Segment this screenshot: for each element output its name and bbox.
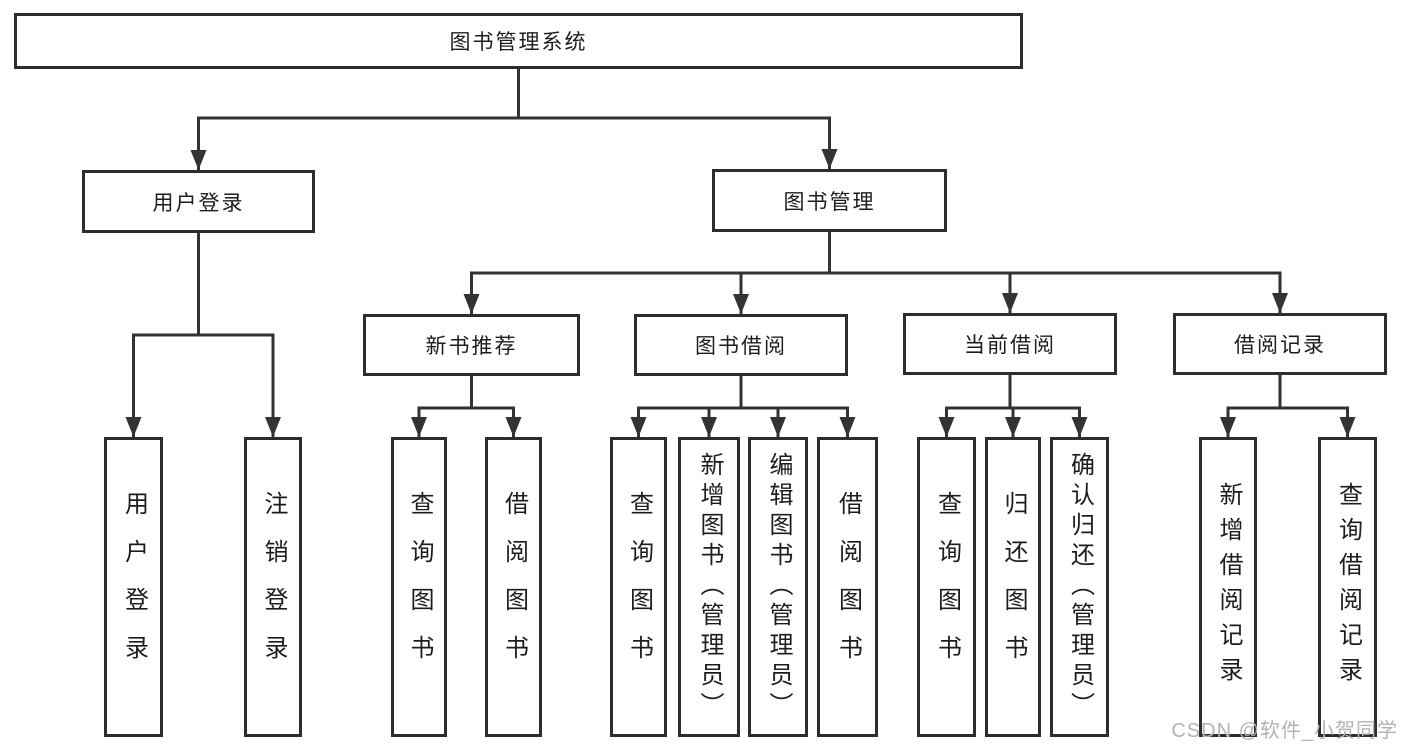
node-borrow-records: 借阅记录 xyxy=(1173,313,1387,375)
leaf-recommend-query-book: 查询图书 xyxy=(391,437,447,737)
node-user-login-branch: 用户登录 xyxy=(82,170,315,233)
leaf-add-book-admin: 新增图书（管理员） xyxy=(678,437,740,737)
leaf-recommend-borrow-book: 借阅图书 xyxy=(485,437,542,737)
node-book-borrow: 图书借阅 xyxy=(634,314,848,376)
leaf-edit-book-admin: 编辑图书（管理员） xyxy=(748,437,808,737)
leaf-return-book: 归还图书 xyxy=(985,437,1041,737)
node-root: 图书管理系统 xyxy=(14,13,1023,69)
leaf-add-borrow-record: 新增借阅记录 xyxy=(1199,437,1257,737)
leaf-confirm-return-admin: 确认归还（管理员） xyxy=(1050,437,1109,737)
leaf-borrow-book: 借阅图书 xyxy=(817,437,878,737)
leaf-logout: 注销登录 xyxy=(244,437,302,737)
leaf-borrow-query-book: 查询图书 xyxy=(610,437,667,737)
leaf-query-borrow-record: 查询借阅记录 xyxy=(1318,437,1377,737)
node-current-borrow: 当前借阅 xyxy=(903,313,1117,375)
csdn-watermark: CSDN @软件_小贺同学 xyxy=(1171,720,1398,742)
node-book-management-branch: 图书管理 xyxy=(712,169,947,232)
leaf-user-login: 用户登录 xyxy=(104,437,163,737)
node-new-book-recommend: 新书推荐 xyxy=(363,314,580,376)
leaf-current-query-book: 查询图书 xyxy=(917,437,976,737)
